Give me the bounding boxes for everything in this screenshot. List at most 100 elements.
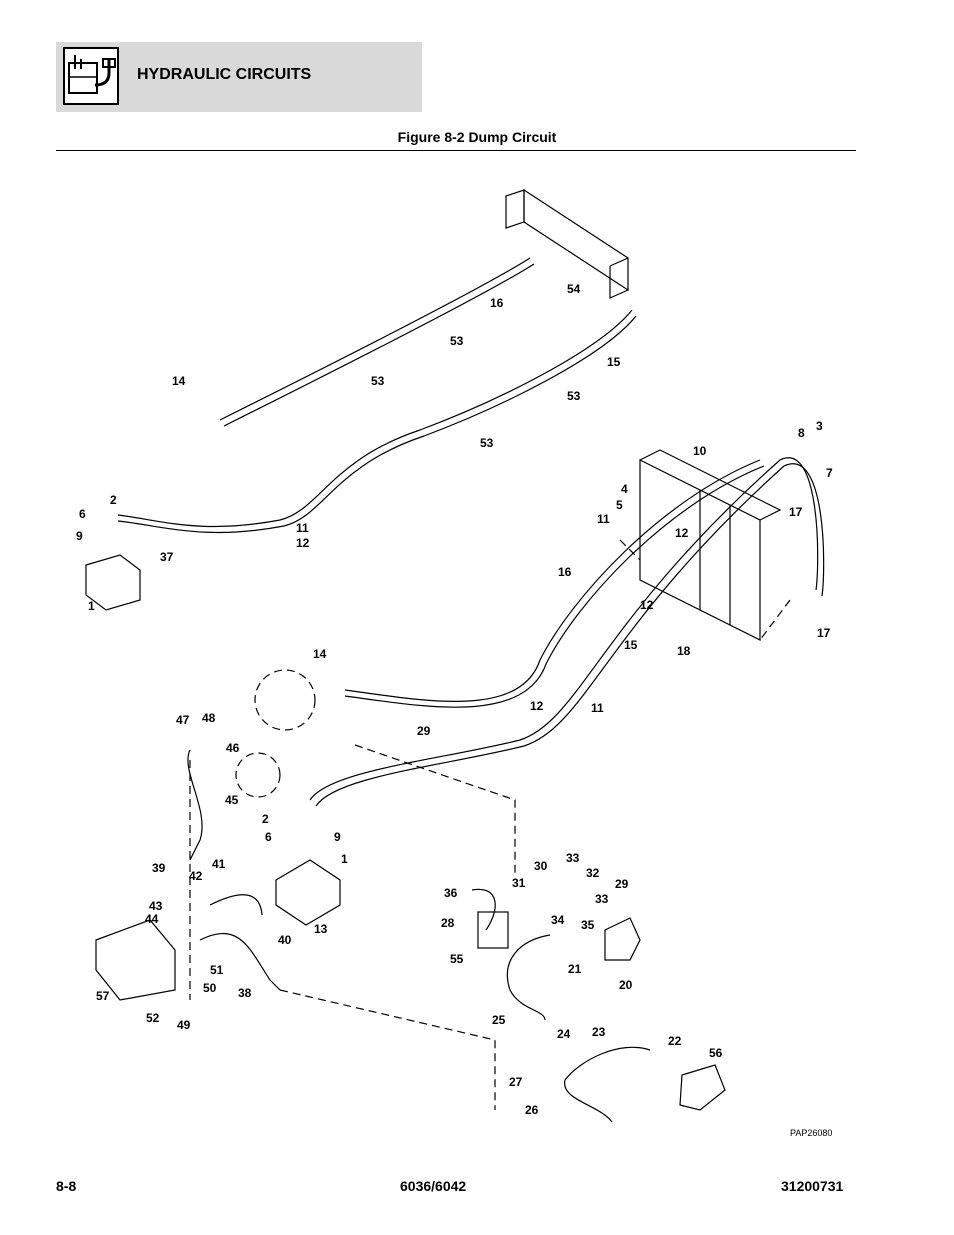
callout-28: 28 bbox=[441, 916, 455, 930]
callout-49: 49 bbox=[177, 1018, 191, 1032]
callout-43: 43 bbox=[149, 899, 163, 913]
callout-47: 47 bbox=[176, 713, 190, 727]
callout-18: 18 bbox=[677, 644, 691, 658]
hose-15-lower bbox=[309, 457, 825, 807]
hose-16-lower bbox=[344, 459, 765, 708]
callout-12: 12 bbox=[640, 598, 654, 612]
callout-34: 34 bbox=[551, 913, 565, 927]
callout-12: 12 bbox=[296, 536, 310, 550]
callout-25: 25 bbox=[492, 1013, 506, 1027]
callout-12: 12 bbox=[530, 699, 544, 713]
callout-7: 7 bbox=[826, 466, 833, 480]
header-rule bbox=[56, 150, 856, 151]
callout-12: 12 bbox=[675, 526, 689, 540]
reference-lines bbox=[189, 539, 791, 1110]
callout-24: 24 bbox=[557, 1027, 571, 1041]
callout-20: 20 bbox=[619, 978, 633, 992]
callout-30: 30 bbox=[534, 859, 548, 873]
callout-53: 53 bbox=[567, 389, 581, 403]
callout-37: 37 bbox=[160, 550, 174, 564]
callout-45: 45 bbox=[225, 793, 239, 807]
callout-14: 14 bbox=[313, 647, 327, 661]
oil-cooler-part-54 bbox=[505, 188, 629, 299]
callout-9: 9 bbox=[334, 830, 341, 844]
callout-15: 15 bbox=[624, 638, 638, 652]
callout-4: 4 bbox=[621, 482, 628, 496]
callout-38: 38 bbox=[238, 986, 252, 1000]
hose-23 bbox=[564, 1046, 651, 1123]
callout-53: 53 bbox=[371, 374, 385, 388]
callout-48: 48 bbox=[202, 711, 216, 725]
callout-36: 36 bbox=[444, 886, 458, 900]
drawing-code: PAP26080 bbox=[790, 1128, 832, 1138]
hose-39 bbox=[187, 749, 203, 861]
callout-2: 2 bbox=[262, 812, 269, 826]
callout-8: 8 bbox=[798, 426, 805, 440]
callout-57: 57 bbox=[96, 989, 110, 1003]
callout-32: 32 bbox=[586, 866, 600, 880]
callout-6: 6 bbox=[79, 507, 86, 521]
figure-title: Figure 8-2 Dump Circuit bbox=[397, 129, 557, 145]
model-number: 6036/6042 bbox=[400, 1178, 467, 1194]
section-title: HYDRAULIC CIRCUITS bbox=[137, 66, 312, 83]
hose-16-upper bbox=[219, 257, 535, 427]
callout-29: 29 bbox=[615, 877, 629, 891]
page-number: 8-8 bbox=[56, 1178, 77, 1194]
callout-13: 13 bbox=[314, 922, 328, 936]
callout-35: 35 bbox=[581, 918, 595, 932]
callout-3: 3 bbox=[816, 419, 823, 433]
callout-17: 17 bbox=[789, 505, 803, 519]
callout-21: 21 bbox=[568, 962, 582, 976]
hydraulic-circuits-icon bbox=[63, 47, 119, 105]
callout-33: 33 bbox=[595, 892, 609, 906]
callout-39: 39 bbox=[152, 861, 166, 875]
hose-24 bbox=[506, 934, 551, 1021]
valve-block-1-lower bbox=[275, 859, 341, 926]
callout-33: 33 bbox=[566, 851, 580, 865]
callout-23: 23 bbox=[592, 1025, 606, 1039]
callout-41: 41 bbox=[212, 857, 226, 871]
hose-40 bbox=[209, 894, 263, 916]
callout-22: 22 bbox=[668, 1034, 682, 1048]
callout-53: 53 bbox=[480, 436, 494, 450]
callout-17: 17 bbox=[817, 626, 831, 640]
callout-54: 54 bbox=[567, 282, 581, 296]
callout-11: 11 bbox=[597, 512, 610, 526]
callout-56: 56 bbox=[709, 1046, 723, 1060]
callout-42: 42 bbox=[189, 869, 203, 883]
valve-20 bbox=[604, 917, 641, 961]
callout-16: 16 bbox=[490, 296, 504, 310]
hose-38 bbox=[199, 933, 281, 991]
callout-10: 10 bbox=[693, 444, 707, 458]
callout-40: 40 bbox=[278, 933, 292, 947]
valve-55 bbox=[477, 911, 509, 949]
callout-31: 31 bbox=[512, 876, 526, 890]
callout-53: 53 bbox=[450, 334, 464, 348]
callout-6: 6 bbox=[265, 830, 272, 844]
pump-56 bbox=[679, 1064, 726, 1111]
callout-9: 9 bbox=[76, 529, 83, 543]
callout-1: 1 bbox=[88, 599, 95, 613]
callout-52: 52 bbox=[146, 1011, 160, 1025]
callout-16: 16 bbox=[558, 565, 572, 579]
callout-27: 27 bbox=[509, 1075, 523, 1089]
callout-26: 26 bbox=[525, 1103, 539, 1117]
control-valve-57 bbox=[95, 919, 176, 1001]
callout-50: 50 bbox=[203, 981, 217, 995]
callout-1: 1 bbox=[341, 852, 348, 866]
callout-55: 55 bbox=[450, 952, 464, 966]
callout-29: 29 bbox=[417, 724, 431, 738]
callout-15: 15 bbox=[607, 355, 621, 369]
callout-46: 46 bbox=[226, 741, 240, 755]
callout-11: 11 bbox=[296, 521, 309, 535]
callout-2: 2 bbox=[110, 493, 117, 507]
callout-14: 14 bbox=[172, 374, 186, 388]
callout-44: 44 bbox=[145, 912, 159, 926]
valve-block-1-upper bbox=[85, 554, 141, 611]
hose-28 bbox=[471, 888, 496, 931]
callout-11: 11 bbox=[591, 701, 604, 715]
callout-5: 5 bbox=[616, 498, 623, 512]
part-number: 31200731 bbox=[781, 1178, 844, 1194]
